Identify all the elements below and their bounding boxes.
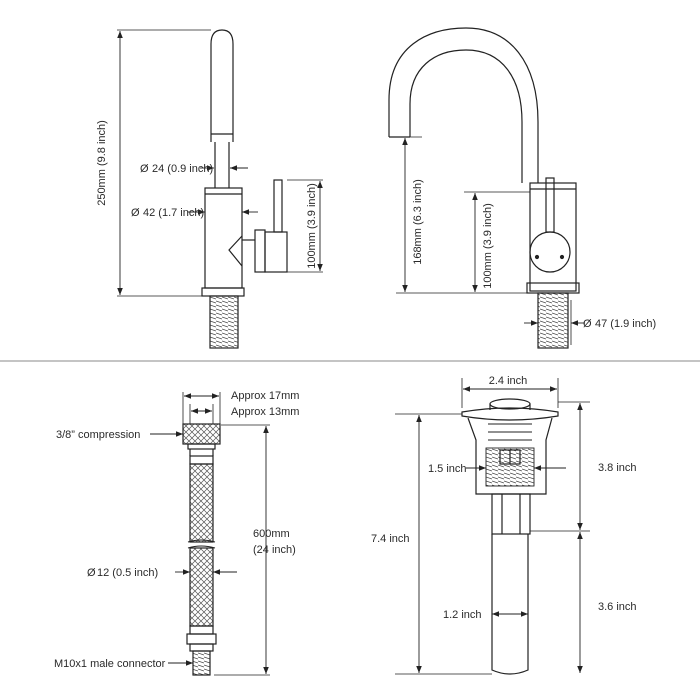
base-diameter-label: Ø 47 (1.9 inch) (583, 318, 656, 330)
diameter-symbol: Ø (140, 163, 149, 175)
hose-length-label: 600mm (253, 528, 290, 540)
neck-width-label: 1.5 inch (428, 463, 467, 475)
spout-diameter-label: Ø 24 (0.9 inch) (140, 163, 213, 175)
svg-text:47 (1.9 inch): 47 (1.9 inch) (595, 318, 656, 330)
drain-total-height-label: 7.4 inch (371, 533, 410, 545)
handle-knob (529, 231, 571, 273)
handle-lever (545, 177, 555, 233)
compression-nut (182, 423, 221, 445)
spout-height-label: 168mm (6.3 inch) (412, 179, 424, 265)
diameter-symbol: Ø (583, 318, 592, 330)
mounting-thread (209, 295, 239, 349)
faucet-spout (210, 29, 234, 142)
faucet-body (529, 182, 577, 292)
popup-drain (395, 378, 590, 675)
gooseneck-spout (388, 27, 539, 183)
bore-label: Approx 13mm (231, 406, 299, 418)
faucet-handle (228, 235, 243, 267)
connector-label: M10x1 male connector (54, 658, 166, 670)
drain-top-width-label: 2.4 inch (489, 375, 528, 387)
braided-hose-lower (189, 547, 214, 627)
overall-height-label: 250mm (9.8 inch) (96, 120, 108, 206)
svg-text:24 (0.9 inch): 24 (0.9 inch) (152, 163, 213, 175)
handle-height-label: 100mm (3.9 inch) (306, 183, 318, 269)
body-diameter-label: Ø 42 (1.7 inch) (131, 207, 204, 219)
hose-length-inch-label: (24 inch) (253, 544, 296, 556)
drain-nut (491, 493, 531, 535)
front-handle-height-label: 100mm (3.9 inch) (482, 203, 494, 289)
pipe-width-label: 1.2 inch (443, 609, 482, 621)
diameter-symbol: Ø (131, 207, 140, 219)
svg-text:12 (0.5 inch): 12 (0.5 inch) (97, 567, 158, 579)
handle-lever (273, 179, 283, 233)
svg-text:42 (1.7 inch): 42 (1.7 inch) (143, 207, 204, 219)
nut-width-label: Approx 17mm (231, 390, 299, 402)
faucet-body (204, 187, 243, 289)
hose-diameter-label: Ø 12 (0.5 inch) (87, 567, 158, 579)
drain-flange (461, 407, 559, 421)
braided-hose-upper (189, 463, 214, 543)
tail-pipe (491, 534, 529, 675)
compression-label: 3/8” compression (56, 429, 140, 441)
lower-height-label: 3.6 inch (598, 601, 637, 613)
male-connector (192, 650, 211, 676)
faucet-side-view (117, 29, 323, 349)
diameter-symbol: Ø (87, 567, 96, 579)
supply-hose (150, 392, 270, 676)
faucet-front-view (388, 27, 585, 349)
mounting-thread (537, 292, 569, 349)
upper-height-label: 3.8 inch (598, 462, 637, 474)
